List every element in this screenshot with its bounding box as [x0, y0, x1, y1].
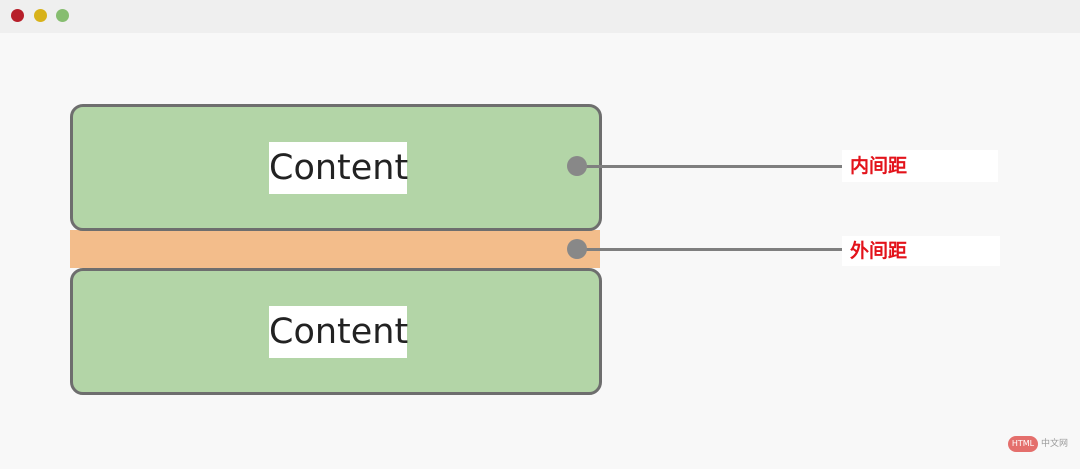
- content-label: Content: [269, 142, 408, 194]
- maximize-window-button[interactable]: [56, 9, 69, 22]
- content-label: Content: [269, 306, 408, 358]
- padding-connector-line: [577, 165, 842, 168]
- margin-connector-line: [577, 248, 842, 251]
- padding-annotation-label: 内间距: [842, 150, 998, 182]
- watermark-badge: HTML: [1008, 436, 1038, 452]
- margin-marker-dot: [567, 239, 587, 259]
- content-box-top: Content: [70, 104, 602, 231]
- margin-band: [70, 230, 600, 268]
- padding-marker-dot: [567, 156, 587, 176]
- content-box-bottom: Content: [70, 268, 602, 395]
- watermark-text: 中文网: [1041, 439, 1069, 449]
- close-window-button[interactable]: [11, 9, 24, 22]
- window-titlebar: [0, 0, 1080, 33]
- minimize-window-button[interactable]: [34, 9, 47, 22]
- margin-annotation-label: 外间距: [842, 236, 1000, 266]
